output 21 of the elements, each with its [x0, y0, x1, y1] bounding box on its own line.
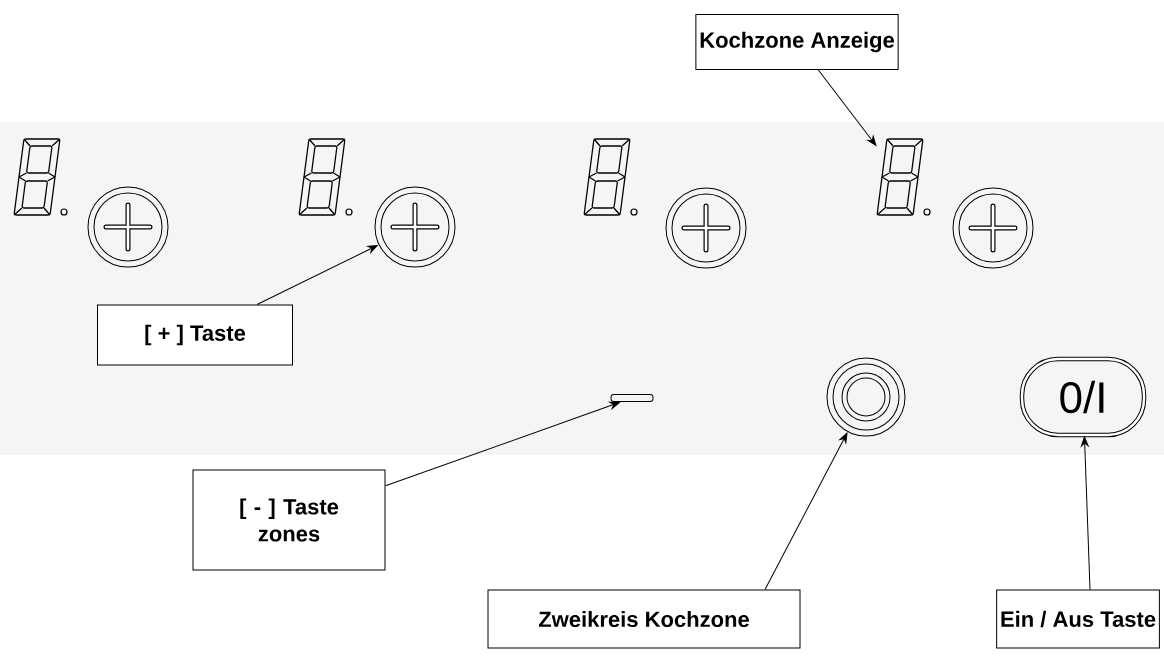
seven-segment-display — [583, 138, 638, 216]
label-box: [ - ] Taste zones — [192, 469, 386, 571]
label-box: [ + ] Taste — [97, 304, 293, 366]
seven-segment-display — [298, 138, 353, 216]
label-box: Ein / Aus Taste — [996, 589, 1160, 649]
arrow — [764, 432, 848, 590]
plus-button — [374, 186, 456, 268]
minus-button — [610, 394, 654, 402]
plus-button — [665, 187, 747, 269]
seven-segment-display — [13, 138, 68, 216]
label-box: Zweikreis Kochzone — [487, 589, 801, 649]
arrow — [385, 401, 620, 487]
arrow — [817, 69, 877, 146]
seven-segment-display — [876, 138, 931, 216]
plus-button — [87, 186, 169, 268]
label-box: Kochzone Anzeige — [695, 14, 899, 70]
arrow — [1080, 436, 1091, 590]
plus-button — [952, 187, 1034, 269]
dual-zone-button — [826, 357, 906, 437]
power-button: 0/I — [1019, 356, 1147, 438]
arrow — [256, 245, 378, 305]
